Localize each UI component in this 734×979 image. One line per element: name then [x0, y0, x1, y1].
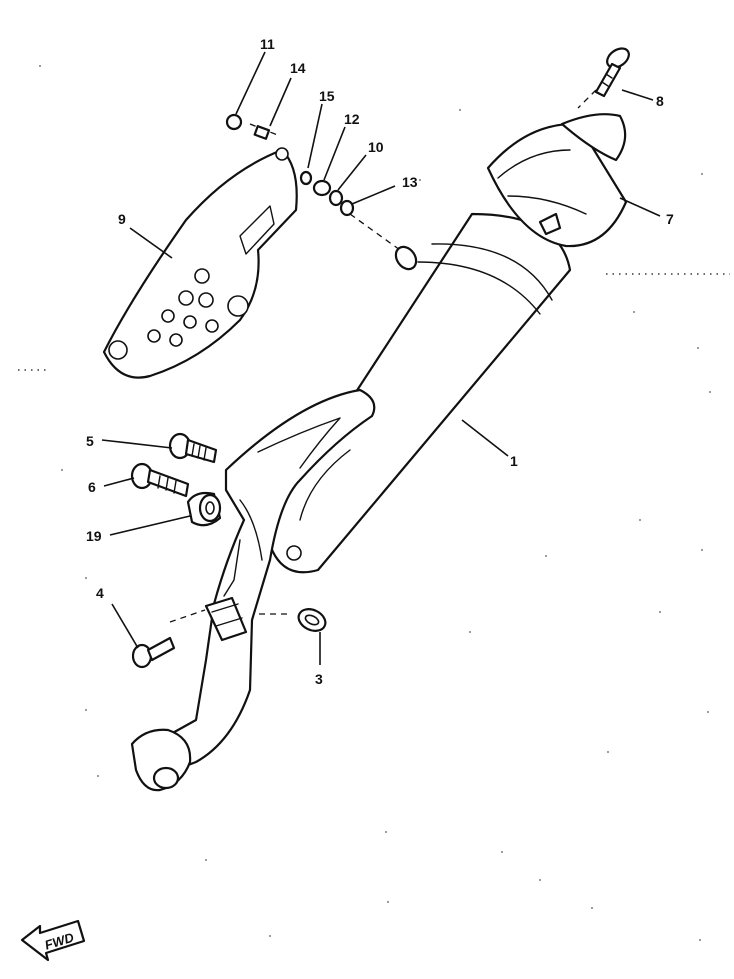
muffler-body — [264, 212, 572, 574]
callout-11: 11 — [260, 36, 275, 52]
leader-lines — [101, 51, 661, 665]
gasket-part-3 — [297, 608, 327, 632]
grommet-part-19 — [186, 491, 222, 527]
end-cap — [486, 113, 628, 248]
callout-4: 4 — [96, 585, 104, 601]
callout-5: 5 — [86, 433, 94, 449]
exhaust-pipe — [130, 388, 376, 792]
callout-12: 12 — [344, 111, 360, 127]
callout-10: 10 — [368, 139, 384, 155]
callout-9: 9 — [118, 211, 126, 227]
callout-13: 13 — [402, 174, 418, 190]
screw-part-8 — [594, 47, 630, 98]
callout-14: 14 — [290, 60, 306, 76]
fwd-arrow-icon: FWD — [20, 919, 86, 962]
heat-protector — [102, 147, 298, 379]
background-specks — [18, 65, 730, 941]
callout-19-label: 19 — [86, 528, 102, 544]
small-hardware — [225, 113, 355, 217]
callout-6: 6 — [88, 479, 96, 495]
callout-8: 8 — [656, 93, 664, 109]
callout-labels: 11 14 15 12 10 13 9 8 7 1 5 6 19 19 4 3 — [86, 36, 674, 687]
callout-15: 15 — [319, 88, 335, 104]
callout-3: 3 — [315, 671, 323, 687]
bolt-part-6 — [130, 462, 190, 498]
bolt-part-5 — [168, 432, 218, 464]
callout-7: 7 — [666, 211, 674, 227]
bolt-part-4 — [131, 636, 176, 669]
callout-1: 1 — [510, 453, 518, 469]
